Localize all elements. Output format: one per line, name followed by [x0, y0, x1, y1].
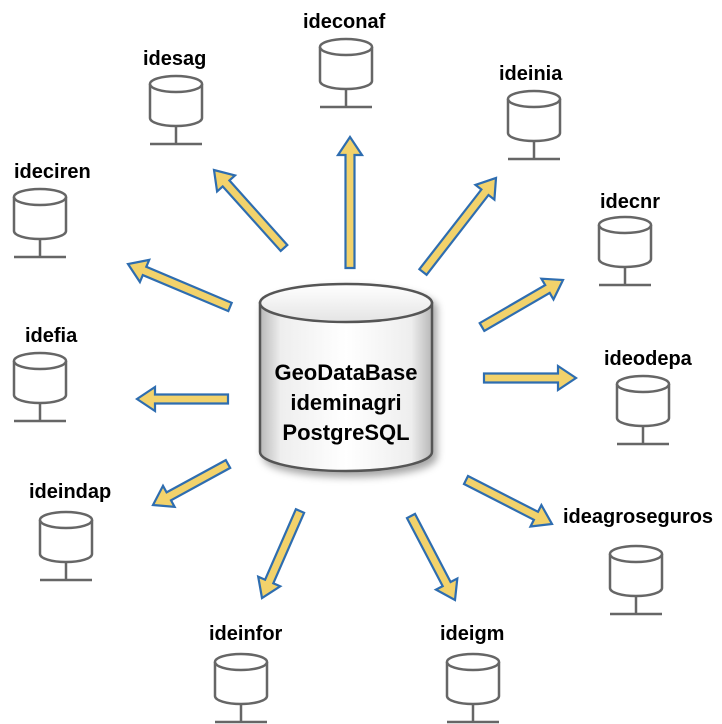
center-label-line-1: GeoDataBase — [274, 360, 417, 385]
arrow-to-ideinfor — [256, 507, 306, 600]
node-label: ideagroseguros — [563, 506, 713, 528]
database-icon — [148, 74, 204, 146]
database-icon — [258, 282, 434, 473]
node-ideconaf: ideconaf — [303, 11, 386, 109]
node-idecnr: idecnr — [597, 191, 660, 287]
arrow-to-ideodepa — [482, 363, 578, 393]
database-icon — [12, 351, 68, 423]
node-label: ideodepa — [604, 348, 693, 370]
database-icon — [608, 544, 664, 616]
arrow-to-idecnr — [478, 277, 565, 333]
center-label-line-2: ideminagri — [290, 390, 401, 415]
database-icon — [12, 187, 68, 259]
node-label: ideconaf — [303, 11, 386, 33]
node-label: ideigm — [440, 623, 504, 645]
arrow-to-ideagroseguros — [462, 474, 554, 528]
arrows-layer — [126, 135, 578, 602]
node-label: ideciren — [14, 161, 91, 183]
arrow-to-idefia — [135, 384, 230, 414]
center-label-line-3: PostgreSQL — [282, 420, 409, 445]
node-label: ideinia — [499, 63, 563, 85]
node-ideinia: ideinia — [499, 63, 563, 161]
database-icon — [597, 215, 653, 287]
central-database: GeoDataBase ideminagri PostgreSQL — [258, 282, 434, 473]
node-ideindap: ideindap — [29, 481, 111, 582]
node-label: idesag — [143, 48, 206, 70]
node-idesag: idesag — [143, 48, 206, 146]
arrow-to-idesag — [212, 168, 289, 253]
node-ideinfor: ideinfor — [209, 623, 283, 724]
database-icon — [506, 89, 562, 161]
database-icon — [318, 37, 374, 109]
arrow-to-ideciren — [126, 258, 234, 313]
arrow-to-ideconaf — [335, 135, 365, 270]
arrow-to-ideinia — [417, 176, 498, 277]
node-idefia: idefia — [12, 325, 78, 423]
node-label: idecnr — [600, 191, 660, 213]
arrow-to-ideigm — [405, 512, 459, 602]
node-label: ideindap — [29, 481, 111, 503]
node-ideigm: ideigm — [440, 623, 504, 724]
database-icon — [615, 374, 671, 446]
arrow-to-ideindap — [151, 458, 232, 509]
node-ideciren: ideciren — [12, 161, 91, 259]
database-icon — [38, 510, 94, 582]
node-ideagroseguros: ideagroseguros — [563, 506, 713, 616]
node-label: ideinfor — [209, 623, 283, 645]
node-ideodepa: ideodepa — [604, 348, 693, 446]
database-icon — [213, 652, 269, 724]
database-icon — [445, 652, 501, 724]
node-label: idefia — [25, 325, 78, 347]
